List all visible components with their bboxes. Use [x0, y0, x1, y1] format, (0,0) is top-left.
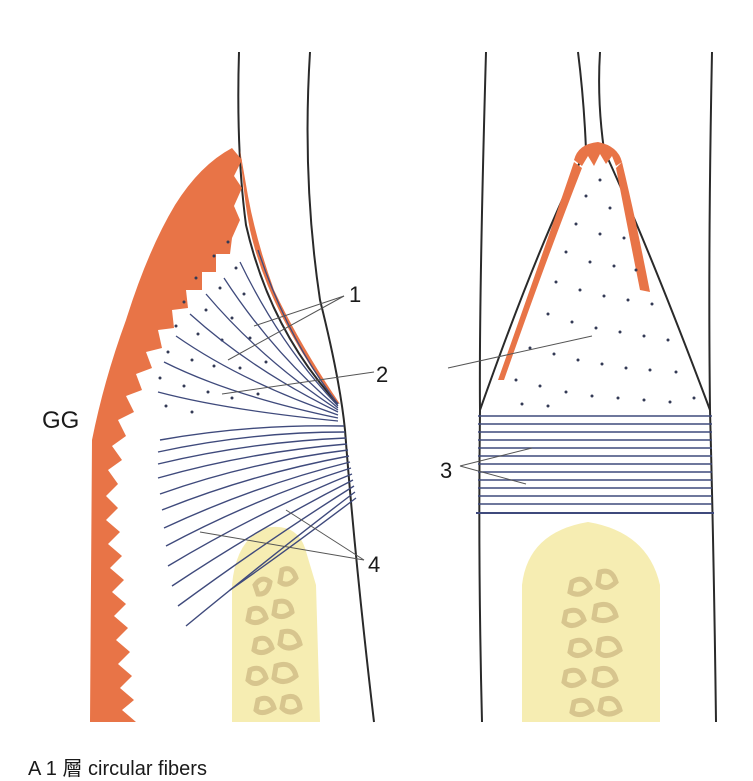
label-3: 3 [440, 458, 452, 483]
tooth-outline-right [478, 51, 717, 723]
connective-tissue-dots-right [514, 178, 696, 408]
label-gg: GG [42, 407, 79, 434]
label-2: 2 [376, 362, 388, 387]
label-1: 1 [349, 282, 361, 307]
junctional-epithelium-left [240, 150, 340, 404]
leader-lines [199, 295, 593, 561]
right-panel [476, 51, 717, 723]
gingival-epithelium-right [498, 142, 650, 380]
circular-fibers [476, 415, 714, 514]
dentogingival-fibers [157, 249, 339, 422]
tooth-outline-left [237, 51, 375, 723]
figure-caption: A 1 層 circular fibers [28, 758, 207, 780]
dentoperiosteal-fibers [157, 425, 357, 627]
alveolar-bone-right [522, 522, 660, 722]
left-panel: GG [42, 51, 375, 723]
alveolar-bone-left [232, 526, 320, 722]
gingival-epithelium-left [90, 148, 242, 722]
connective-tissue-dots-left [158, 240, 268, 414]
label-4: 4 [368, 552, 380, 577]
